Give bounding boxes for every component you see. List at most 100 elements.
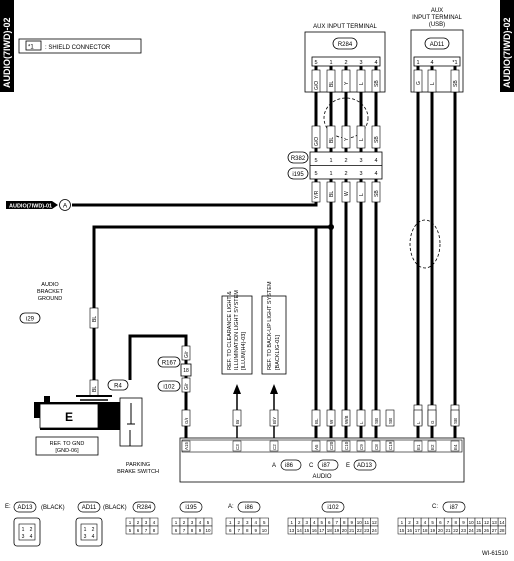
- connector-pin-number: 18: [422, 528, 428, 533]
- svg-text:i86: i86: [285, 463, 294, 469]
- svg-text:4: 4: [374, 60, 377, 66]
- right-side-title: AUDIO(7IWD)-02: [500, 0, 514, 92]
- connector-pin: [149, 525, 159, 535]
- audio-pin-box: [269, 440, 279, 452]
- connector-pin-number: 9: [462, 520, 465, 525]
- connector-pin-number: 23: [364, 528, 370, 533]
- svg-text:INPUT TERMINAL: INPUT TERMINAL: [412, 15, 462, 21]
- connector-pin-number: 4: [153, 520, 156, 525]
- connector-pin: [259, 525, 269, 535]
- svg-text:3: 3: [359, 60, 362, 66]
- svg-text:: SHIELD CONNECTOR: : SHIELD CONNECTOR: [45, 45, 111, 51]
- connector-pin-number: 17: [319, 528, 325, 533]
- connector-pin-number: 8: [454, 520, 457, 525]
- audio-wire-color: SB: [453, 418, 458, 424]
- svg-text:1: 1: [329, 60, 332, 66]
- connector-pin-number: 12: [372, 520, 378, 525]
- connector-pin-number: 6: [229, 528, 232, 533]
- connector-pin-number: 21: [349, 528, 355, 533]
- connector-pin-number: 19: [430, 528, 436, 533]
- audio-wire-color: BL: [314, 418, 319, 424]
- connector-pin-number: 2: [183, 520, 186, 525]
- audio-wire-color: SB: [374, 418, 379, 424]
- connector-pin-number: 3: [191, 520, 194, 525]
- audio-wire-color: SB: [388, 418, 393, 424]
- svg-text:REF. TO BACK-UP LIGHT SYSTEM: REF. TO BACK-UP LIGHT SYSTEM: [267, 281, 273, 370]
- connector-pin-number: 24: [469, 528, 475, 533]
- audio-pin-box: [232, 440, 242, 452]
- connector-pin-number: 3: [416, 520, 419, 525]
- svg-text:5: 5: [314, 171, 317, 177]
- ref-clearance-light: REF. TO CLEARANCE LIGHT & ILLUMINATION L…: [221, 290, 253, 438]
- offpage-connector: AUDIO(7IWD)-01 A: [6, 199, 71, 211]
- svg-text:(USB): (USB): [429, 22, 445, 28]
- audio-pin-box: [450, 440, 460, 452]
- svg-text:R4: R4: [114, 384, 122, 390]
- connector-pin-number: 8: [153, 528, 156, 533]
- svg-text:R284: R284: [338, 42, 353, 48]
- audio-pin-label: C19: [388, 441, 393, 450]
- audio-unit: AUDIO A i86 C i87 E AD13: [179, 437, 465, 483]
- connector-pin-number: 5: [207, 520, 210, 525]
- svg-text:1: 1: [329, 171, 332, 177]
- connector-pin: [370, 525, 379, 535]
- connector-pin-number: 24: [372, 528, 378, 533]
- connector-pin-number: 28: [499, 528, 505, 533]
- svg-text:i87: i87: [450, 505, 459, 511]
- connector-pin-number: 10: [357, 520, 363, 525]
- connector-pin-number: 17: [415, 528, 421, 533]
- shield-marks: [323, 97, 441, 380]
- connector-pin-number: 2: [408, 520, 411, 525]
- connector-pin-number: 12: [484, 520, 490, 525]
- svg-text:[GND-06]: [GND-06]: [55, 448, 79, 454]
- svg-text:BL: BL: [329, 137, 335, 143]
- svg-text:i102: i102: [163, 385, 175, 391]
- svg-text:G/r: G/r: [184, 383, 190, 390]
- svg-text:GROUND: GROUND: [38, 296, 62, 302]
- connector-pin-number: 4: [424, 520, 427, 525]
- connector-pin-number: 22: [357, 528, 363, 533]
- audio-wire-color: B/Y: [272, 417, 277, 424]
- svg-text:1: 1: [84, 527, 87, 533]
- audio-wire-color: Br: [235, 419, 240, 424]
- svg-text:G/O: G/O: [314, 81, 320, 90]
- svg-text:SB: SB: [453, 80, 459, 87]
- connector-pin-number: 5: [263, 520, 266, 525]
- connector-pin-number: 13: [289, 528, 295, 533]
- connector-pin-number: 14: [297, 528, 303, 533]
- connector-pin-number: 4: [313, 520, 316, 525]
- parking-brake-switch: R167 i102 18 R4 PARKING BRAKE SWITCH: [107, 356, 192, 475]
- audio-pin-box: [311, 440, 321, 452]
- svg-text:A: A: [272, 463, 276, 469]
- connector-pin-number: 7: [447, 520, 450, 525]
- connector-pin-number: 21: [446, 528, 452, 533]
- audio-wire-color-box: [181, 409, 191, 427]
- svg-text:REF. TO GND: REF. TO GND: [50, 441, 85, 447]
- audio-pin-label: C20: [329, 441, 334, 450]
- svg-text:2: 2: [344, 171, 347, 177]
- svg-text:SB: SB: [374, 136, 380, 143]
- svg-text:1: 1: [329, 158, 332, 164]
- connector-pin-number: 4: [254, 520, 257, 525]
- svg-text:L: L: [359, 193, 365, 196]
- svg-text:(BLACK): (BLACK): [41, 505, 65, 511]
- audio-wire-color-box: [371, 409, 381, 427]
- connector-pin-number: 1: [229, 520, 232, 525]
- svg-text:E:: E:: [5, 504, 11, 510]
- svg-text:AD11: AD11: [430, 42, 445, 48]
- connector-pin-number: 16: [407, 528, 413, 533]
- svg-text:AD13: AD13: [17, 505, 33, 511]
- audio-wire-color-box: [232, 409, 242, 427]
- svg-text:2: 2: [344, 158, 347, 164]
- connector-pin-number: 9: [199, 528, 202, 533]
- connector-pin-number: 11: [364, 520, 369, 525]
- svg-text:i87: i87: [322, 463, 331, 469]
- connector-pin-number: 9: [254, 528, 257, 533]
- connector-pin-number: 2: [137, 520, 140, 525]
- audio-pin-label: C2: [272, 444, 277, 450]
- connector-pin-number: 7: [335, 520, 338, 525]
- svg-text:3: 3: [359, 158, 362, 164]
- audio-pin-label: C10: [344, 441, 349, 450]
